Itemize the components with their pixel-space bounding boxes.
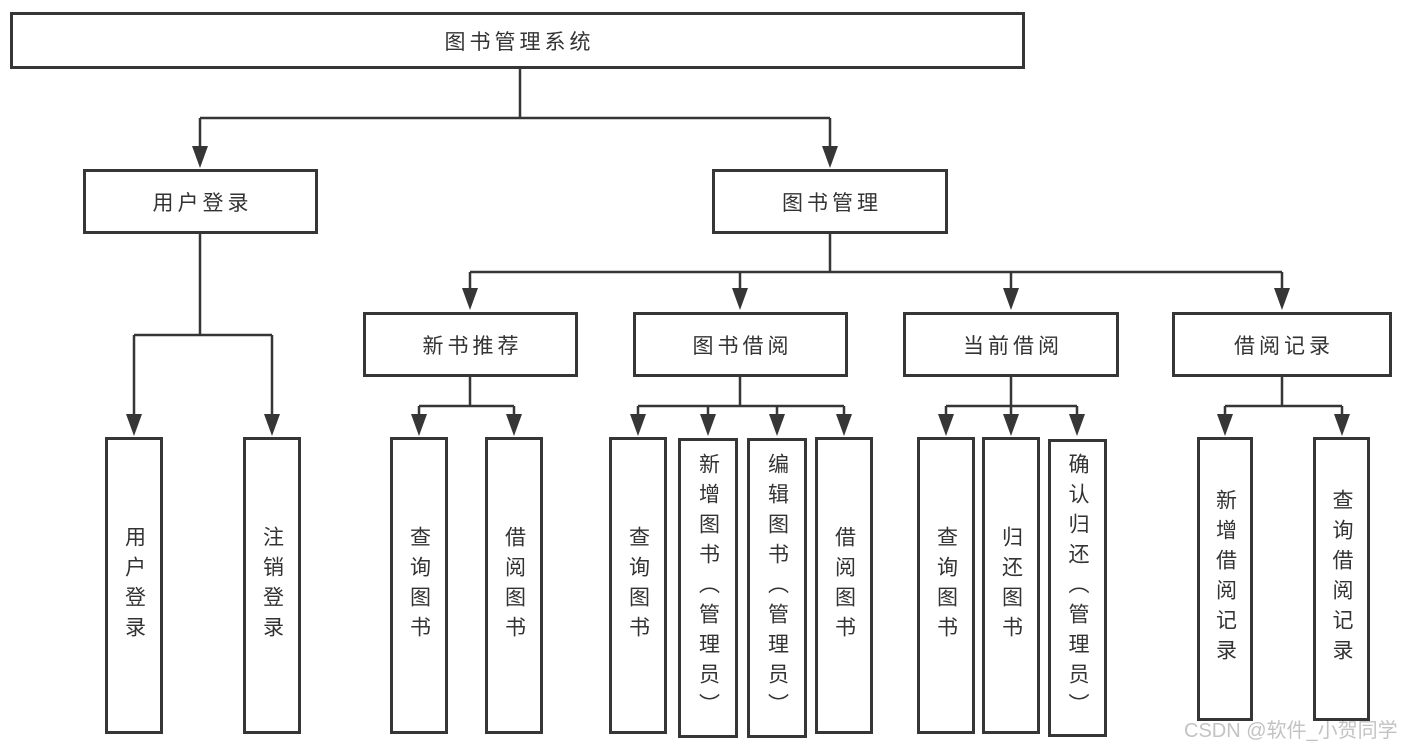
node-new-book-recommendation: 新书推荐	[363, 312, 578, 377]
node-book-borrowing: 图书借阅	[633, 312, 848, 377]
node-borrowing-records: 借阅记录	[1172, 312, 1392, 377]
node-user-login: 用户登录	[83, 169, 318, 234]
node-book-management: 图书管理	[712, 169, 948, 234]
leaf-current-confirm-return-admin: 确认归还（管理员）	[1048, 439, 1107, 737]
leaf-borrowing-edit-books-admin: 编辑图书（管理员）	[747, 438, 807, 738]
arrowheads	[126, 146, 1350, 436]
watermark-csdn: CSDN @软件_小贺同学	[1184, 720, 1398, 742]
leaf-borrowing-borrow-books: 借阅图书	[815, 437, 873, 734]
leaf-records-add-borrow-record: 新增借阅记录	[1197, 437, 1253, 721]
leaf-records-query-borrow-record: 查询借阅记录	[1313, 437, 1370, 721]
leaf-user-login: 用户登录	[105, 437, 163, 734]
node-library-management-system: 图书管理系统	[10, 12, 1025, 69]
leaf-borrowing-query-books: 查询图书	[609, 437, 667, 734]
leaf-newbook-query-books: 查询图书	[390, 437, 448, 734]
leaf-current-return-books: 归还图书	[982, 437, 1040, 734]
leaf-borrowing-add-books-admin: 新增图书（管理员）	[678, 438, 738, 738]
node-current-borrowing: 当前借阅	[903, 312, 1119, 377]
leaf-logout: 注销登录	[243, 437, 301, 734]
leaf-current-query-books: 查询图书	[917, 437, 975, 734]
leaf-newbook-borrow-books: 借阅图书	[485, 437, 543, 734]
